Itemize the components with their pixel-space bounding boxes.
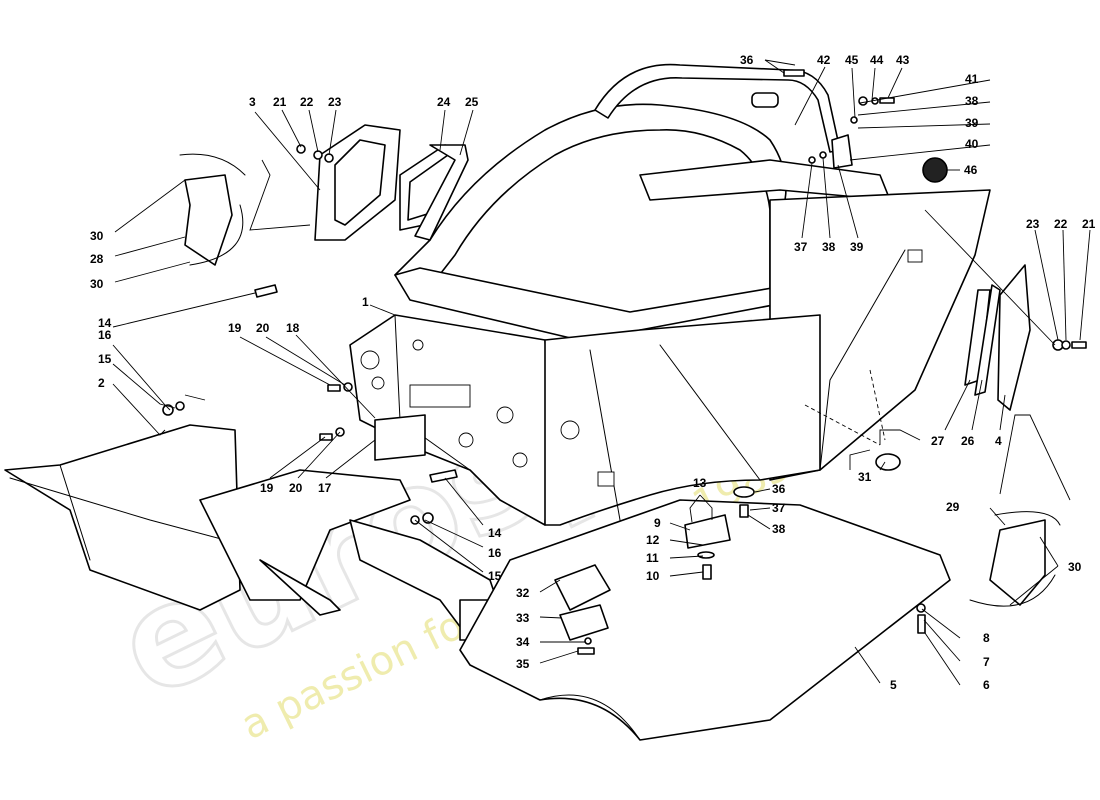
callout-6: 6 (983, 678, 990, 692)
callout-46: 46 (964, 163, 978, 177)
callout-23-right: 23 (1026, 217, 1040, 231)
leader-lines (112, 59, 1091, 686)
callout-14-center: 14 (488, 526, 502, 540)
callout-31: 31 (858, 470, 872, 484)
callout-42: 42 (817, 53, 831, 67)
callout-19-top: 19 (228, 321, 242, 335)
callout-9: 9 (654, 516, 661, 530)
callout-13: 13 (693, 476, 707, 490)
callout-7: 7 (983, 655, 990, 669)
callout-20-top: 20 (256, 321, 270, 335)
callout-23-left: 23 (328, 95, 342, 109)
callout-14-left: 14 (98, 316, 112, 330)
callout-37-top: 37 (794, 240, 808, 254)
callout-29: 29 (946, 500, 960, 514)
callout-38-top: 38 (965, 94, 979, 108)
callout-26: 26 (961, 434, 975, 448)
callout-38-mid: 38 (822, 240, 836, 254)
callout-25: 25 (465, 95, 479, 109)
callout-41: 41 (965, 72, 979, 86)
callout-2: 2 (98, 376, 105, 390)
callout-16-left: 16 (98, 328, 112, 342)
callout-12: 12 (646, 533, 660, 547)
callout-1: 1 (362, 295, 369, 309)
callout-17: 17 (318, 481, 332, 495)
callout-18: 18 (286, 321, 300, 335)
callout-35: 35 (516, 657, 530, 671)
callout-32: 32 (516, 586, 530, 600)
callout-45: 45 (845, 53, 859, 67)
callout-4: 4 (995, 434, 1002, 448)
callout-19-bottom: 19 (260, 481, 274, 495)
callout-36-top: 36 (740, 53, 754, 67)
callout-15-center: 15 (488, 569, 502, 583)
callout-5: 5 (890, 678, 897, 692)
callout-22-left: 22 (300, 95, 314, 109)
callout-3: 3 (249, 95, 256, 109)
callout-28: 28 (90, 252, 104, 266)
callout-24: 24 (437, 95, 451, 109)
callout-34: 34 (516, 635, 530, 649)
callout-39-mid: 39 (850, 240, 864, 254)
callout-27: 27 (931, 434, 945, 448)
callout-30-bottom: 30 (90, 277, 104, 291)
callout-38-bottom: 38 (772, 522, 786, 536)
callout-39-top: 39 (965, 116, 979, 130)
callout-11: 11 (646, 551, 659, 565)
callout-30-right: 30 (1068, 560, 1082, 574)
callout-36-bottom: 36 (772, 482, 786, 496)
callout-labels: 1 2 3 21 22 23 24 25 30 28 30 14 16 15 1… (90, 53, 1096, 692)
callout-10: 10 (646, 569, 660, 583)
callout-21-left: 21 (273, 95, 287, 109)
callout-37-bottom: 37 (772, 501, 786, 515)
callout-8: 8 (983, 631, 990, 645)
callout-40: 40 (965, 137, 979, 151)
callout-30-top: 30 (90, 229, 104, 243)
callout-43: 43 (896, 53, 910, 67)
heat-shields (179, 153, 1061, 607)
callout-22-right: 22 (1054, 217, 1068, 231)
callout-44: 44 (870, 53, 884, 67)
callout-33: 33 (516, 611, 530, 625)
callout-20-bottom: 20 (289, 481, 303, 495)
callout-21-right: 21 (1082, 217, 1096, 231)
callout-16-center: 16 (488, 546, 502, 560)
floor-panel (459, 499, 951, 741)
callout-15-left: 15 (98, 352, 112, 366)
hardware-parts (162, 69, 1087, 655)
trim-panels (314, 124, 1031, 411)
chassis-frame (349, 103, 991, 526)
